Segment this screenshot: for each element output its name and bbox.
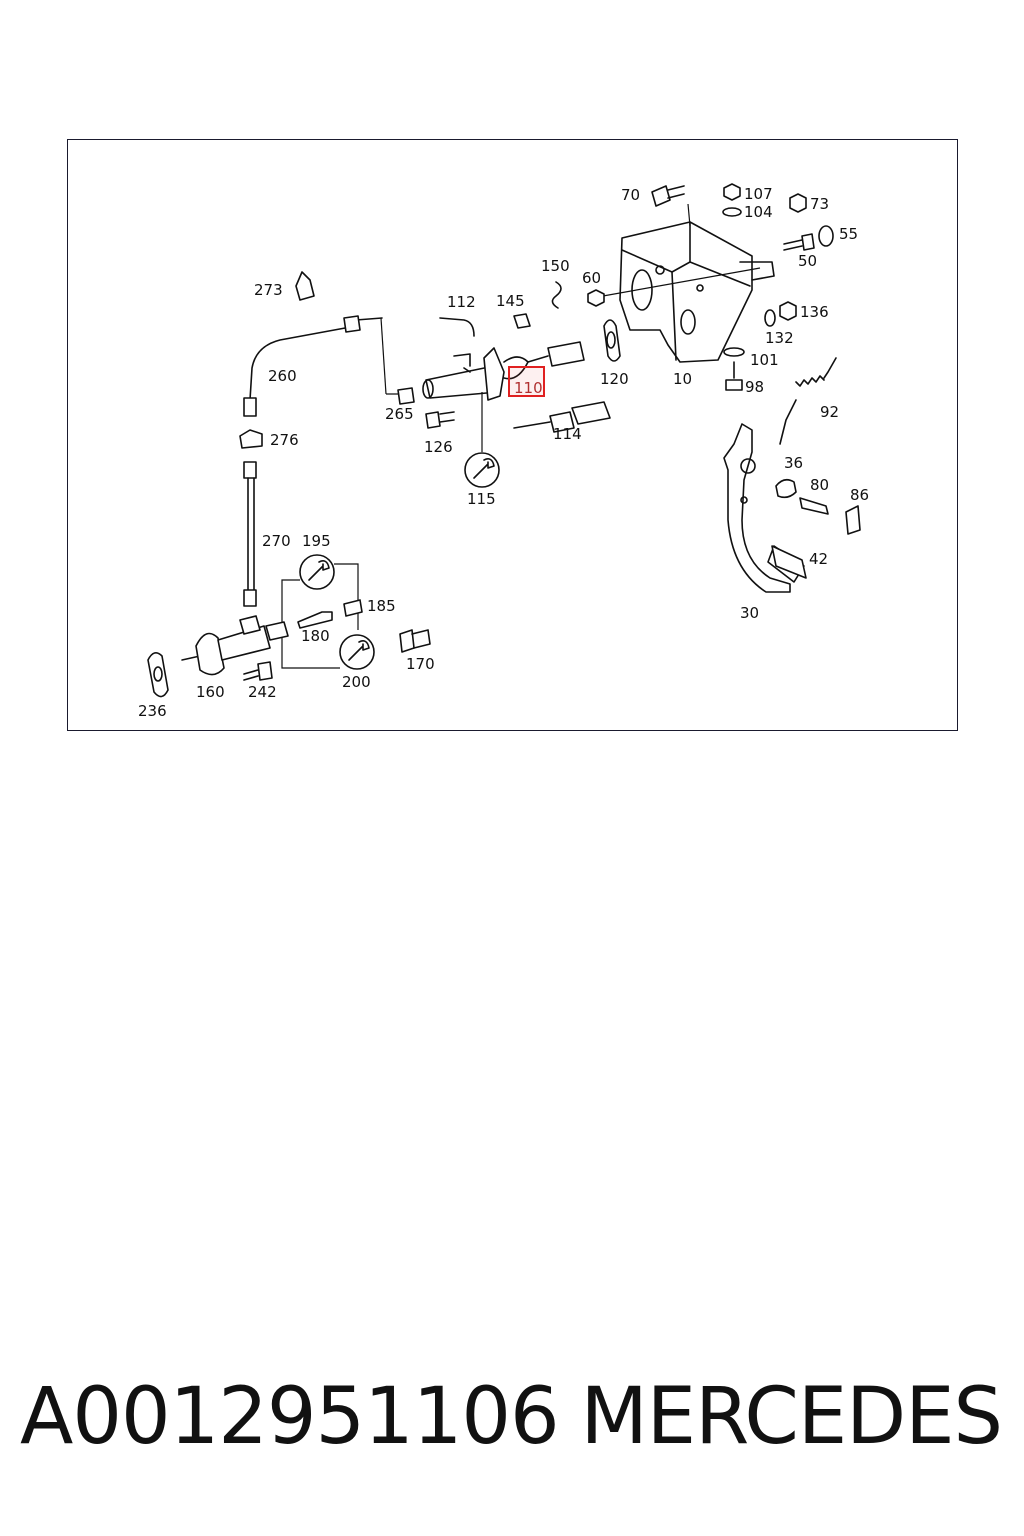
elbow-112-drawing	[439, 317, 475, 337]
label-92: 92	[820, 403, 839, 421]
screw-185-drawing	[343, 599, 363, 617]
label-160: 160	[196, 683, 225, 701]
label-185: 185	[367, 597, 396, 615]
clip-150-drawing	[551, 281, 562, 309]
label-104: 104	[744, 203, 773, 221]
gasket-236-drawing	[147, 652, 169, 698]
label-120: 120	[600, 370, 629, 388]
diagram-labels: 70 107 104 73 55 50 150 60 273 112 145 1…	[138, 185, 869, 720]
label-115: 115	[467, 490, 496, 508]
label-145: 145	[496, 292, 525, 310]
push-rod-114-drawing	[513, 401, 611, 433]
plug-170-drawing	[399, 629, 431, 653]
wrench-symbol-115	[464, 392, 500, 488]
pin-80-drawing	[799, 497, 829, 515]
bolt-70-drawing	[651, 185, 685, 207]
clip-276-drawing	[239, 429, 263, 449]
label-112: 112	[447, 293, 476, 311]
label-110: 110	[514, 379, 543, 397]
wrench-symbol-200	[339, 634, 375, 670]
label-270: 270	[262, 532, 291, 550]
label-132: 132	[765, 329, 794, 347]
label-242: 242	[248, 683, 277, 701]
washer-101-drawing	[723, 347, 745, 357]
label-200: 200	[342, 673, 371, 691]
label-126: 126	[424, 438, 453, 456]
label-276: 276	[270, 431, 299, 449]
washer-132-drawing	[764, 309, 776, 327]
nut-107-drawing	[722, 183, 742, 217]
label-80: 80	[810, 476, 829, 494]
clip-86-drawing	[845, 505, 861, 535]
label-73: 73	[810, 195, 829, 213]
label-42: 42	[809, 550, 828, 568]
pad-42-drawing	[771, 545, 807, 579]
brake-pipe-260-drawing	[243, 315, 406, 417]
label-260: 260	[268, 367, 297, 385]
label-136: 136	[800, 303, 829, 321]
bolt-126-drawing	[425, 411, 455, 429]
gasket-120-drawing	[603, 319, 621, 362]
nut-73-drawing	[789, 193, 807, 213]
pedal-bracket-drawing	[602, 203, 775, 363]
highlight-box-110	[508, 366, 545, 397]
bleeder-180-drawing	[297, 611, 333, 629]
label-86: 86	[850, 486, 869, 504]
part-number: A0012951106	[20, 1372, 560, 1462]
label-55: 55	[839, 225, 858, 243]
screw-145-drawing	[513, 313, 531, 329]
label-265: 265	[385, 405, 414, 423]
label-36: 36	[784, 454, 803, 472]
nut-136-drawing	[779, 301, 797, 321]
label-273: 273	[254, 281, 283, 299]
brand-name: MERCEDES	[580, 1372, 1003, 1462]
hose-270-drawing	[243, 461, 257, 607]
label-60: 60	[582, 269, 601, 287]
label-180: 180	[301, 627, 330, 645]
label-236: 236	[138, 702, 167, 720]
slave-cylinder-160-drawing	[181, 615, 289, 676]
bolt-242-drawing	[243, 661, 273, 681]
label-50: 50	[798, 252, 817, 270]
label-98: 98	[745, 378, 764, 396]
parts-diagram: 70 107 104 73 55 50 150 60 273 112 145 1…	[138, 183, 869, 720]
label-101: 101	[750, 351, 779, 369]
label-150: 150	[541, 257, 570, 275]
caption-bar: A0012951106 MERCEDES	[0, 1372, 1024, 1472]
label-107: 107	[744, 185, 773, 203]
clip-273-drawing	[295, 271, 315, 301]
washer-55-drawing	[818, 225, 834, 247]
bolt-98-drawing	[725, 361, 743, 391]
spring-92-drawing	[779, 357, 837, 445]
label-114: 114	[553, 425, 582, 443]
label-30: 30	[740, 604, 759, 622]
bolt-50-drawing	[783, 233, 815, 251]
nut-60-drawing	[587, 289, 605, 307]
master-cylinder-110-drawing	[422, 341, 585, 401]
label-70: 70	[621, 186, 640, 204]
label-10: 10	[673, 370, 692, 388]
label-170: 170	[406, 655, 435, 673]
fitting-265-drawing	[397, 387, 415, 405]
bushing-36-drawing	[775, 478, 797, 499]
label-195: 195	[302, 532, 331, 550]
